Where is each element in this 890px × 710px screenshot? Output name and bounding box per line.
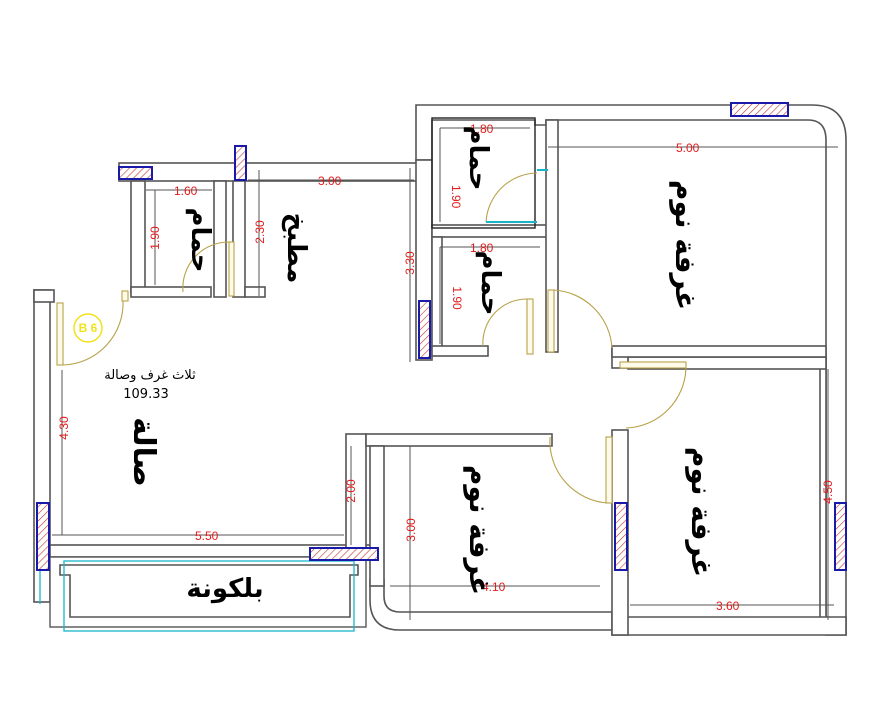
room-label-living-room: صالة — [126, 417, 161, 487]
balcony-parapet — [59, 564, 359, 618]
wall-bath-mid-north — [431, 224, 549, 238]
balcony — [39, 556, 367, 632]
room-label-balcony: بلكونة — [186, 574, 263, 604]
room-label-bathroom-upper: حمام — [463, 126, 493, 191]
window-bedroom-right — [834, 502, 847, 571]
door-bath-left-arc — [182, 241, 230, 293]
wall-kitchen-south — [244, 286, 266, 298]
window-kitchen — [234, 145, 247, 181]
wall-bedroom-center-north — [365, 433, 553, 447]
room-label-bedroom-bottom-right: غرفة نوم — [685, 447, 718, 577]
door-entrance-leaf — [56, 302, 64, 366]
window-bedroom-top — [730, 102, 789, 117]
door-bath-mid-arc — [482, 298, 528, 347]
balcony-rail — [63, 560, 355, 632]
door-entrance-jamb — [121, 290, 129, 302]
dim-bedroom-top-width: 5.00 — [676, 141, 700, 155]
dim-kitchen-height: 2.30 — [253, 220, 267, 244]
dimension-lines — [52, 127, 838, 620]
door-bath-mid-leaf — [526, 298, 534, 355]
dim-bath-middle-width: 1.80 — [470, 241, 494, 255]
dim-bedroom-right-height: 4.50 — [821, 480, 835, 504]
room-labels: حمام حمام حمام مطبخ غرفة نوم غرفة نوم غر… — [126, 126, 718, 605]
room-label-bedroom-top-right: غرفة نوم — [669, 180, 702, 310]
wall-bedroom-top-south — [611, 345, 827, 358]
wall-bath-mid-south — [431, 345, 489, 357]
door-bedroom-center-leaf — [605, 436, 613, 504]
dim-bedroom-center-width: 4.10 — [482, 580, 506, 594]
door-bedroom-top-arc — [553, 289, 613, 349]
windows — [36, 102, 847, 571]
unit-badge-label: B 6 — [79, 321, 98, 335]
wall-bath-left-west — [130, 180, 146, 294]
dim-living-width: 5.50 — [195, 529, 219, 543]
dim-living-side: 2.00 — [344, 479, 358, 503]
dim-bath-left-width: 1.60 — [174, 184, 198, 198]
window-living — [36, 502, 50, 571]
dim-corridor-height: 3.30 — [403, 251, 417, 275]
dim-living-height: 4.30 — [57, 416, 71, 440]
window-corridor — [418, 300, 431, 359]
unit-badge — [73, 313, 103, 343]
outer-wall-bottom-right — [611, 616, 847, 636]
door-bath-left-leaf — [228, 241, 235, 297]
wall-bath-left-south — [130, 286, 212, 298]
doors — [56, 169, 687, 504]
door-bedroom-top-leaf — [547, 289, 555, 353]
wall-living-nw — [33, 289, 55, 303]
door-entrance-arc — [62, 299, 124, 366]
dim-bath-upper-height: 1.90 — [449, 185, 463, 209]
door-bedroom-right-leaf — [619, 361, 687, 369]
dim-bath-upper-width: 1.80 — [470, 122, 494, 136]
outer-wall-top-right — [415, 104, 847, 636]
window-living-south — [309, 547, 379, 561]
unit-description: ثلاث غرف وصالة — [104, 368, 196, 383]
dim-bath-middle-height: 1.90 — [450, 286, 464, 310]
wall-bath-kitchen-divider — [213, 180, 227, 298]
unit-area: 109.33 — [123, 387, 169, 402]
dim-bath-left-height: 1.90 — [148, 226, 162, 250]
door-bedroom-center-arc — [549, 436, 609, 504]
room-label-bedroom-center: غرفة نوم — [463, 465, 496, 595]
wall-bedroom-center-west-2 — [369, 445, 385, 587]
dim-bedroom-right-width: 3.60 — [716, 599, 740, 613]
dim-bedroom-center-height: 3.00 — [404, 518, 418, 542]
room-label-bathroom-middle: حمام — [475, 251, 505, 316]
room-label-bathroom-left: حمام — [185, 208, 215, 273]
door-bath-upper-arc — [485, 172, 538, 223]
window-bedroom-divider — [614, 502, 628, 571]
room-label-kitchen: مطبخ — [281, 213, 311, 284]
window-bath-left — [118, 166, 153, 180]
door-bedroom-right-arc — [625, 367, 687, 429]
wall-kitchen-west — [232, 180, 246, 298]
unit-info: B 6 ثلاث غرف وصالة 109.33 — [73, 313, 196, 402]
wall-top-kitchen — [118, 162, 420, 182]
dim-corridor-width: 3.00 — [318, 174, 342, 188]
dimension-labels: 1.80 1.90 1.80 1.90 1.60 1.90 2.30 3.00 … — [57, 122, 835, 613]
